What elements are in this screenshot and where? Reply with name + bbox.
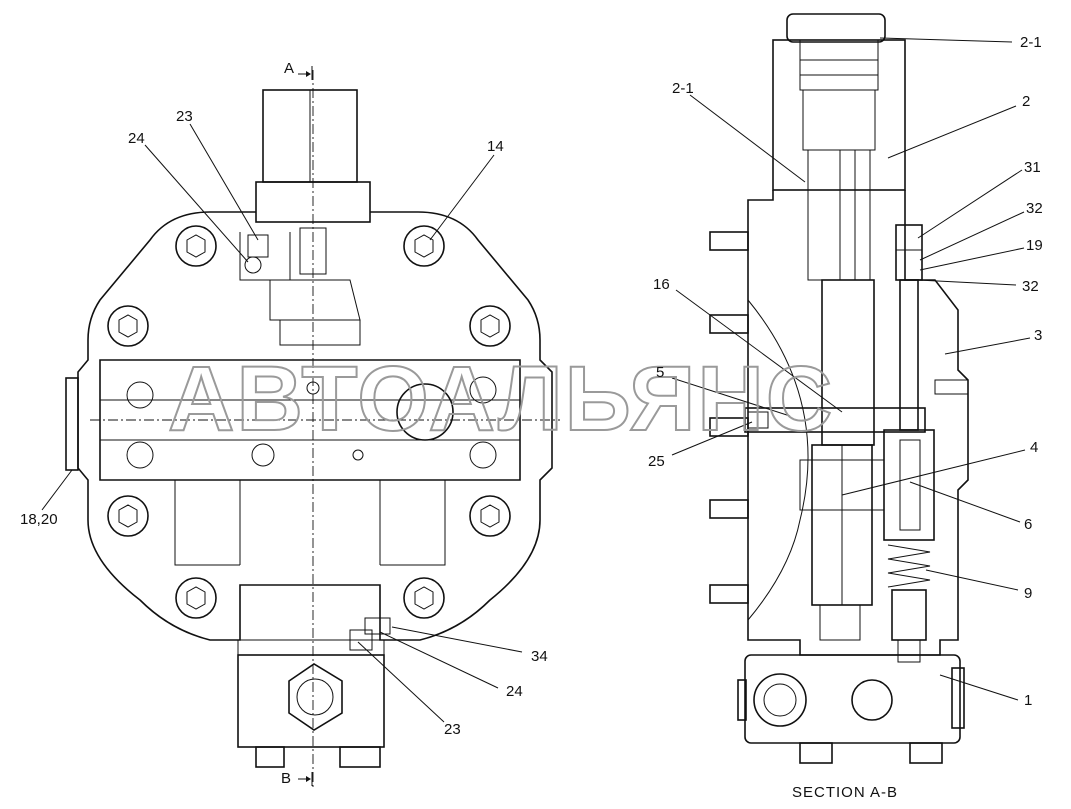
main-plate <box>77 211 553 641</box>
callout-25: 25 <box>648 453 665 470</box>
callout-23-bottom: 23 <box>444 721 461 738</box>
bottom-block <box>237 654 385 748</box>
top-cap <box>786 13 886 43</box>
callout-1: 1 <box>1024 692 1032 709</box>
front-view <box>65 66 560 790</box>
stud <box>709 231 749 251</box>
leader-lines <box>41 37 1031 723</box>
callout-24-bottom: 24 <box>506 683 523 700</box>
relief-cap <box>895 224 923 281</box>
callout-31: 31 <box>1024 159 1041 176</box>
housing <box>747 190 969 656</box>
bottom-block-section <box>744 654 961 744</box>
callout-labels: A B 24 23 14 18,20 34 24 23 2-1 2-1 2 31… <box>20 34 1043 801</box>
spring <box>887 544 931 588</box>
callout-9: 9 <box>1024 585 1032 602</box>
callout-3: 3 <box>1034 327 1042 344</box>
section-marker-a: A <box>284 60 294 77</box>
callout-34: 34 <box>531 648 548 665</box>
callout-14: 14 <box>487 138 504 155</box>
callout-2-1-left: 2-1 <box>672 80 694 97</box>
section-view <box>709 13 969 764</box>
callout-23-top: 23 <box>176 108 193 125</box>
small-port <box>244 256 262 274</box>
callout-32-bottom: 32 <box>1022 278 1039 295</box>
callout-6: 6 <box>1024 516 1032 533</box>
callout-24-top: 24 <box>128 130 145 147</box>
callout-32-top: 32 <box>1026 200 1043 217</box>
hex-plug <box>288 663 343 731</box>
bolt-heads <box>107 225 511 619</box>
callout-2: 2 <box>1022 93 1030 110</box>
section-marker-b: B <box>281 770 291 787</box>
side-plug <box>65 377 79 471</box>
callout-2-1-right: 2-1 <box>1020 34 1042 51</box>
callout-19: 19 <box>1026 237 1043 254</box>
callout-4: 4 <box>1030 439 1038 456</box>
callout-18-20: 18,20 <box>20 511 58 528</box>
watermark-text: АВТОАЛЬЯНС <box>168 348 834 450</box>
callout-5: 5 <box>656 364 664 381</box>
section-caption: SECTION A-B <box>792 784 898 801</box>
callout-16: 16 <box>653 276 670 293</box>
